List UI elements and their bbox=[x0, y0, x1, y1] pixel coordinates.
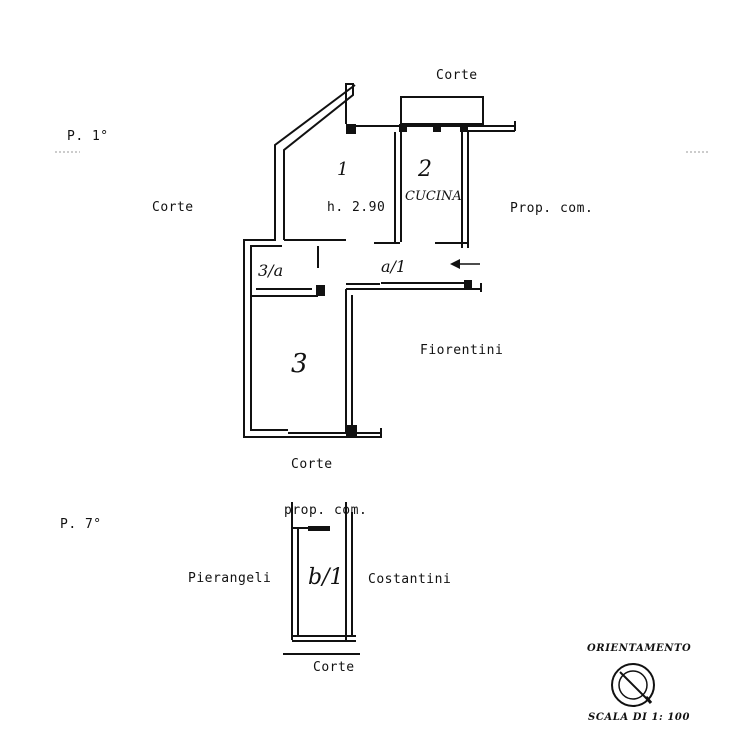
room-2-number: 2 bbox=[417, 157, 432, 182]
orientation-title: ORIENTAMENTO bbox=[587, 643, 691, 654]
compass-icon bbox=[611, 663, 655, 707]
room-3-number: 3 bbox=[291, 349, 308, 379]
hall-label: a/1 bbox=[381, 257, 406, 276]
neighbor-right-label: Prop. com. bbox=[510, 201, 593, 216]
floor-7-label: P. 7° bbox=[60, 517, 102, 532]
neighbor-top-label: Corte bbox=[436, 68, 478, 83]
room-bath-label: 3/a bbox=[258, 261, 283, 280]
cellar-top-label: prop. com. bbox=[284, 503, 367, 518]
cellar-left-label: Pierangeli bbox=[188, 571, 271, 586]
floor-1-walls bbox=[243, 83, 516, 438]
room-1-height: h. 2.90 bbox=[327, 200, 385, 215]
floor-1-label: P. 1° bbox=[67, 129, 109, 144]
floor-7-walls bbox=[283, 502, 360, 655]
neighbor-fiorentini-label: Fiorentini bbox=[420, 343, 503, 358]
room-2-name: CUCINA bbox=[405, 189, 462, 204]
courtyard-block bbox=[400, 96, 484, 125]
cellar-right-label: Costantini bbox=[368, 572, 451, 587]
cellar-bottom-label: Corte bbox=[313, 660, 355, 675]
room-1-number: 1 bbox=[337, 159, 348, 180]
cellar-label: b/1 bbox=[308, 565, 344, 590]
scale-label: SCALA DI 1: 100 bbox=[588, 712, 690, 723]
neighbor-left-label: Corte bbox=[152, 200, 194, 215]
neighbor-bottom-label: Corte bbox=[291, 457, 333, 472]
